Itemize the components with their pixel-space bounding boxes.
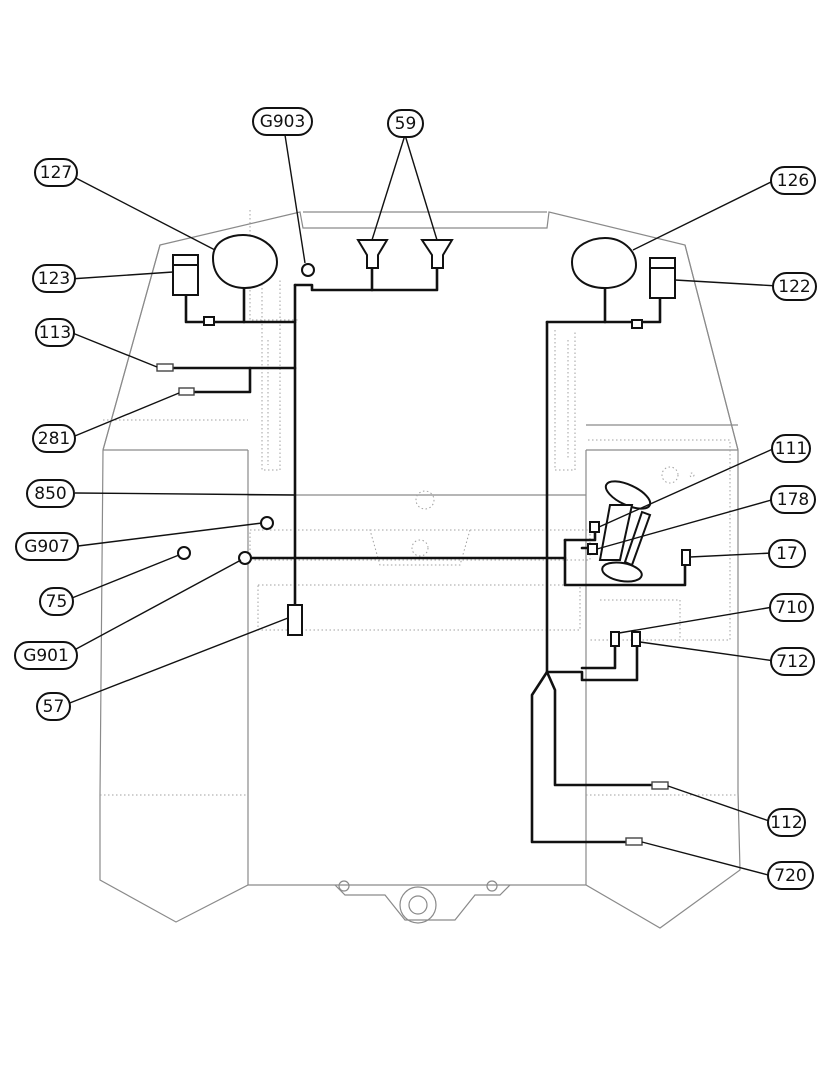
connector-712 <box>631 631 641 647</box>
connector-710 <box>610 631 620 647</box>
svg-text:G901: G901 <box>23 646 69 666</box>
callouts: G903 59 127 126 123 122 113 281 850 G907… <box>14 107 817 890</box>
ground-point-g903 <box>301 263 315 277</box>
connector-57 <box>287 604 303 636</box>
svg-text:17: 17 <box>776 544 798 564</box>
callout-113: 113 <box>35 318 75 347</box>
svg-text:127: 127 <box>40 163 72 183</box>
connector-178 <box>587 543 598 555</box>
callout-281: 281 <box>32 424 76 453</box>
svg-text:111: 111 <box>775 439 807 459</box>
callout-111: 111 <box>771 434 811 463</box>
connector-112 <box>651 781 669 790</box>
components <box>156 233 691 846</box>
svg-text:123: 123 <box>38 269 70 289</box>
right-lamp-connector <box>631 319 643 329</box>
ground-point-g907 <box>260 516 274 530</box>
svg-text:850: 850 <box>34 484 66 504</box>
vehicle-outline <box>99 210 741 929</box>
svg-text:75: 75 <box>46 592 68 612</box>
callout-75: 75 <box>39 587 74 616</box>
connector-281 <box>178 387 195 396</box>
ground-point-g901 <box>238 551 252 565</box>
leader-lines <box>61 134 779 877</box>
right-headlamp <box>570 236 638 290</box>
svg-text:122: 122 <box>778 277 810 297</box>
callout-59: 59 <box>387 109 424 138</box>
callout-g903: G903 <box>252 107 313 136</box>
connector-17 <box>681 549 691 566</box>
svg-text:281: 281 <box>38 429 70 449</box>
callout-126: 126 <box>770 166 816 195</box>
svg-text:126: 126 <box>777 171 809 191</box>
ground-point-75 <box>177 546 191 560</box>
svg-text:720: 720 <box>774 866 806 886</box>
svg-text:59: 59 <box>395 114 417 134</box>
svg-text:712: 712 <box>776 652 808 672</box>
right-horn <box>420 239 454 269</box>
callout-710: 710 <box>769 593 814 622</box>
callout-17: 17 <box>768 539 806 568</box>
svg-text:57: 57 <box>43 697 65 717</box>
left-lamp-connector <box>203 316 215 326</box>
callout-850: 850 <box>26 479 75 508</box>
svg-text:710: 710 <box>775 598 807 618</box>
left-horn <box>356 239 389 269</box>
callout-178: 178 <box>770 485 816 514</box>
callout-g907: G907 <box>15 532 79 561</box>
callout-127: 127 <box>34 158 78 187</box>
connector-113 <box>156 363 174 372</box>
left-side-lamp <box>172 254 199 296</box>
svg-text:178: 178 <box>777 490 809 510</box>
left-headlamp <box>211 233 279 290</box>
svg-text:G903: G903 <box>260 112 306 132</box>
callout-712: 712 <box>770 647 815 676</box>
svg-text:G907: G907 <box>24 537 70 557</box>
connector-111 <box>589 521 600 533</box>
callout-123: 123 <box>32 264 76 293</box>
callout-112: 112 <box>767 808 806 837</box>
steering-assembly <box>598 480 652 583</box>
svg-text:112: 112 <box>770 813 802 833</box>
svg-text:113: 113 <box>39 323 71 343</box>
connector-720 <box>625 837 643 846</box>
right-side-lamp <box>649 257 676 299</box>
callout-720: 720 <box>767 861 814 890</box>
callout-g901: G901 <box>14 641 78 670</box>
callout-57: 57 <box>36 692 71 721</box>
callout-122: 122 <box>772 272 817 301</box>
